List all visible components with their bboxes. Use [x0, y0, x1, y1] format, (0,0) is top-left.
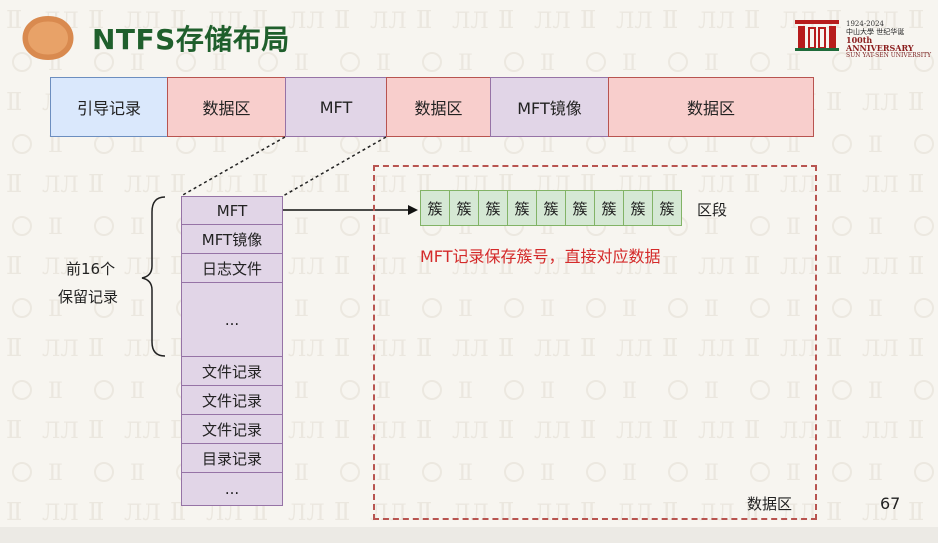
- mft-entry-file-record-3: 文件记录: [181, 414, 283, 444]
- reserved-records-label-line2: 保留记录: [58, 288, 119, 306]
- mft-note: MFT记录保存簇号，直接对应数据: [420, 247, 661, 266]
- disk-segment-boot: 引导记录: [50, 77, 168, 137]
- mft-entry-log-file: 日志文件: [181, 253, 283, 283]
- university-logo: [795, 20, 839, 51]
- cluster-1: 簇: [420, 190, 450, 226]
- cluster-7: 簇: [594, 190, 624, 226]
- title-decoration-icon: [22, 16, 74, 60]
- page-title: NTFS存储布局: [92, 23, 290, 56]
- mft-entry-file-record-2: 文件记录: [181, 385, 283, 415]
- cluster-2: 簇: [449, 190, 479, 226]
- cluster-8: 簇: [623, 190, 653, 226]
- diagram-connectors: [141, 136, 418, 357]
- extent-label: 区段: [697, 201, 728, 219]
- mft-entry-mft-mirror: MFT镜像: [181, 224, 283, 254]
- logo-anniversary: 100th ANNIVERSARY: [846, 35, 914, 53]
- disk-segment-mft-mirror: MFT镜像: [490, 77, 609, 137]
- slide: Ⅱ ЛЛ Ⅱ NTFS存储布局 1924-2024 中山大學 世纪华诞 100t…: [0, 0, 938, 527]
- mft-entry-directory-record: 目录记录: [181, 443, 283, 473]
- cluster-3: 簇: [478, 190, 508, 226]
- page-number: 67: [880, 494, 901, 513]
- logo-name-cn: 中山大學 世纪华诞: [846, 28, 905, 36]
- cluster-4: 簇: [507, 190, 537, 226]
- data-region: [373, 165, 817, 520]
- cluster-6: 簇: [565, 190, 595, 226]
- logo-years: 1924-2024: [846, 20, 884, 28]
- mft-entry-ellipsis-1: ...: [181, 282, 283, 357]
- mft-entry-file-record-1: 文件记录: [181, 356, 283, 386]
- disk-segment-data-2: 数据区: [386, 77, 491, 137]
- logo-text: 1924-2024 中山大學 世纪华诞 100th ANNIVERSARY SU…: [846, 20, 938, 60]
- logo-name-en: SUN YAT-SEN UNIVERSITY: [846, 52, 932, 59]
- bottom-bar: [0, 527, 938, 543]
- data-region-label: 数据区: [747, 495, 793, 513]
- cluster-9: 簇: [652, 190, 682, 226]
- cluster-5: 簇: [536, 190, 566, 226]
- mft-entry-mft: MFT: [181, 196, 283, 225]
- mft-entry-ellipsis-2: ...: [181, 472, 283, 506]
- disk-segment-data-3: 数据区: [608, 77, 814, 137]
- reserved-records-label-line1: 前16个: [66, 260, 116, 278]
